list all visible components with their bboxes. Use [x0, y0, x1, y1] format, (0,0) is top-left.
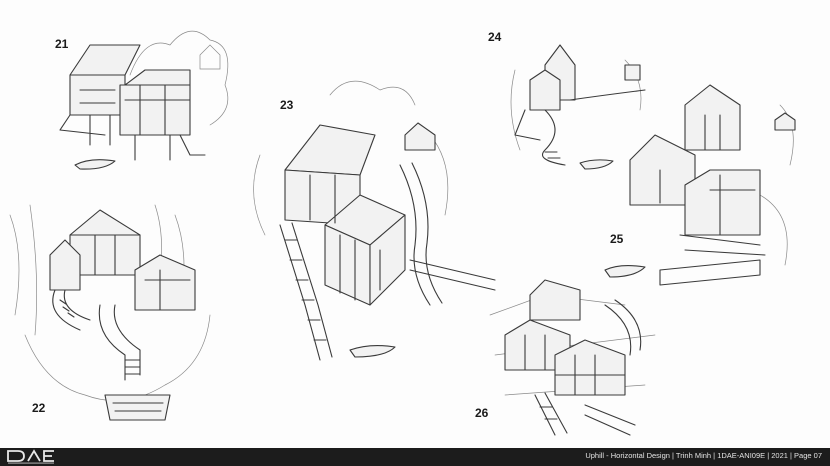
sketch-label: 23 [280, 98, 294, 112]
footer-bar: Uphill - Horizontal Design | Trinh Minh … [0, 448, 830, 466]
sketch-24 [510, 44, 646, 170]
dae-logo [7, 449, 54, 464]
sketch-label: 26 [475, 406, 489, 420]
sketch-sheet: 21 22 23 [9, 30, 796, 436]
sketch-22 [9, 204, 211, 421]
sketch-23 [253, 80, 496, 361]
sketch-label: 22 [32, 401, 46, 415]
sketch-label: 21 [55, 37, 69, 51]
sketch-label: 24 [488, 30, 502, 44]
sketch-label: 25 [610, 232, 624, 246]
sketch-21 [59, 30, 229, 170]
sketch-25 [604, 84, 796, 286]
footer-caption: Uphill - Horizontal Design | Trinh Minh … [585, 451, 822, 460]
sketch-26 [489, 279, 656, 436]
